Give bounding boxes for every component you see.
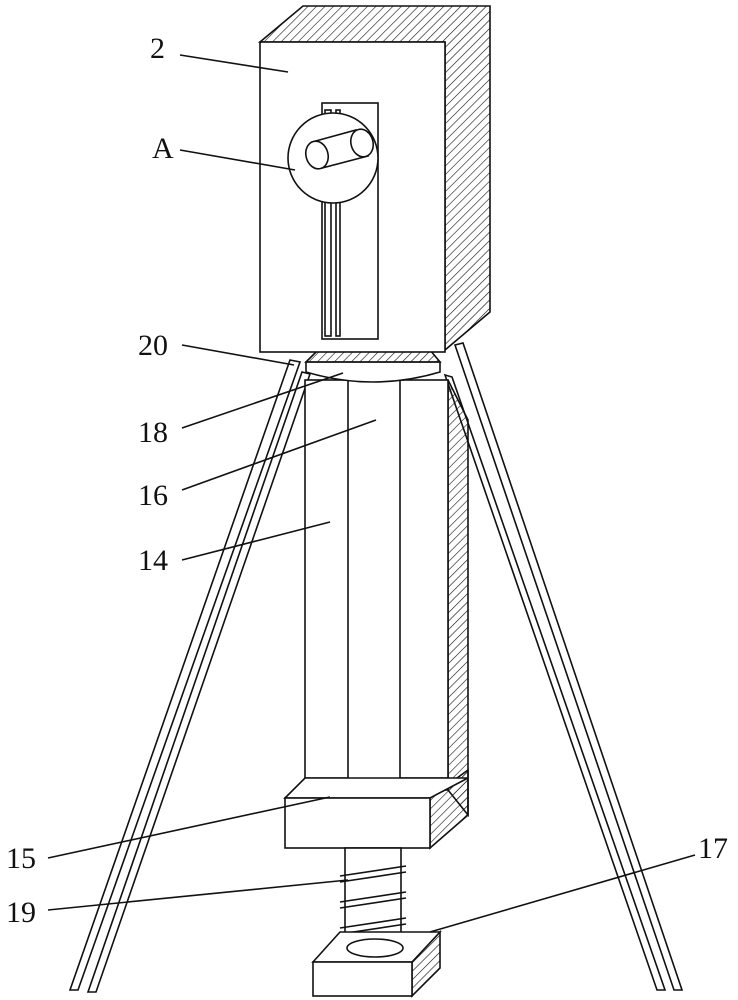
column-side-hatch: [447, 379, 469, 818]
slot-rail-inner: [335, 109, 341, 337]
label-2: 2: [150, 32, 165, 65]
label-14: 14: [138, 544, 168, 577]
right-leg-front: [453, 342, 684, 991]
left-leg-back: [86, 371, 312, 993]
knob: [304, 128, 375, 170]
leader-lines: [47, 54, 696, 933]
collar-ring: [305, 361, 441, 383]
label-17: 17: [698, 832, 728, 865]
right-leg-back: [443, 373, 667, 991]
inner-rod: [347, 379, 401, 793]
label-a: A: [152, 132, 174, 165]
collar: [304, 349, 442, 383]
label-16: 16: [138, 479, 168, 512]
label-18: 18: [138, 416, 168, 449]
base-front: [312, 961, 413, 997]
clamp-front: [284, 797, 431, 849]
tripod-legs: [68, 342, 684, 993]
base-screw-seat: [346, 938, 404, 958]
top-housing: [257, 5, 491, 353]
label-20: 20: [138, 329, 168, 362]
rod-body: [347, 379, 401, 793]
base-pad: [311, 929, 442, 998]
part-labels: 2 A 20 18 16 14 15 19 17: [6, 32, 728, 929]
slot-rail: [324, 109, 332, 337]
knob-end: [304, 140, 330, 170]
label-19: 19: [6, 896, 36, 929]
left-leg-front: [68, 359, 302, 991]
knob-end-back: [349, 128, 375, 158]
label-15: 15: [6, 842, 36, 875]
clamp-block: [283, 768, 469, 850]
